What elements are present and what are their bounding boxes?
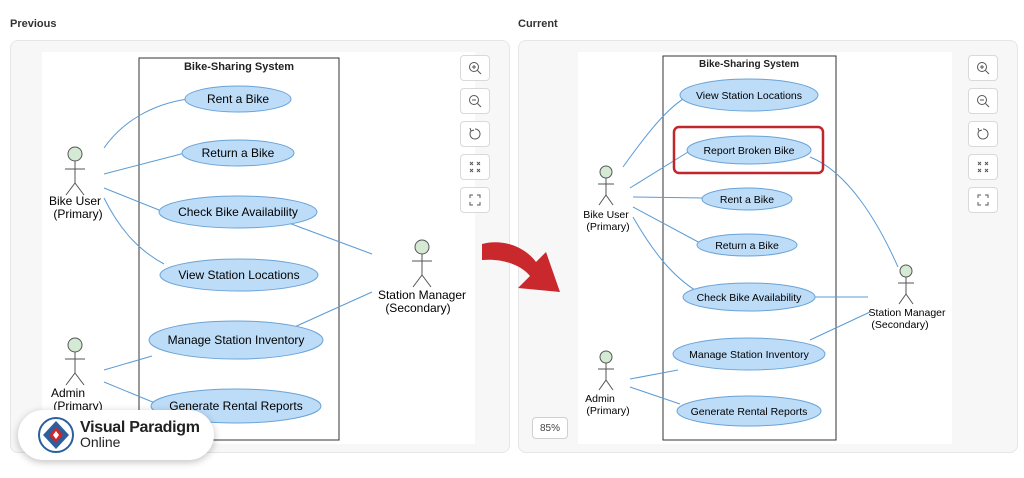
actor-bike-user xyxy=(65,146,85,196)
previous-diagram-canvas: Bike-Sharing System Rent a Bike Return a… xyxy=(42,52,475,444)
actor-label: Admin xyxy=(51,386,85,400)
actor-sublabel: (Secondary) xyxy=(871,319,928,331)
visual-paradigm-logo: Visual Paradigm Online xyxy=(18,410,214,460)
highlight-box xyxy=(672,125,825,175)
use-case: Report Broken Bike xyxy=(686,135,812,165)
current-diagram-canvas: Bike-Sharing System View Station Locatio… xyxy=(578,52,952,444)
actor-station-manager xyxy=(412,239,432,288)
svg-text:Return a Bike: Return a Bike xyxy=(715,240,779,252)
svg-text:Check Bike Availability: Check Bike Availability xyxy=(697,292,803,304)
previous-diagram: Bike-Sharing System Rent a Bike Return a… xyxy=(49,57,466,441)
previous-label: Previous xyxy=(10,18,57,30)
fit-icon xyxy=(469,161,481,173)
actor-admin xyxy=(598,350,614,391)
actor-sublabel: (Primary) xyxy=(586,405,629,417)
association-lines xyxy=(103,98,373,404)
actor-sublabel: (Primary) xyxy=(586,221,629,233)
use-case: Manage Station Inventory xyxy=(148,320,324,360)
use-case: Check Bike Availability xyxy=(682,282,816,312)
actor-sublabel: (Primary) xyxy=(53,399,102,413)
current-panel: Bike-Sharing System View Station Locatio… xyxy=(518,40,1018,453)
actor-admin xyxy=(65,337,85,386)
logo-subtitle: Online xyxy=(80,434,121,450)
use-case: Generate Rental Reports xyxy=(676,395,822,427)
reset-button[interactable] xyxy=(460,121,490,147)
fit-button[interactable] xyxy=(968,154,998,180)
previous-toolbar xyxy=(460,55,490,220)
actor-label: Station Manager xyxy=(378,288,466,302)
svg-text:Rent a Bike: Rent a Bike xyxy=(720,194,774,206)
actor-bike-user xyxy=(598,165,614,206)
current-diagram: Bike-Sharing System View Station Locatio… xyxy=(583,55,946,441)
system-title: Bike-Sharing System xyxy=(184,61,294,73)
use-case: View Station Locations xyxy=(159,258,319,292)
actor-sublabel: (Secondary) xyxy=(385,301,450,315)
current-label: Current xyxy=(518,18,558,30)
fit-button[interactable] xyxy=(460,154,490,180)
use-case: View Station Locations xyxy=(679,78,819,112)
zoom-in-icon xyxy=(977,62,990,75)
system-title: Bike-Sharing System xyxy=(699,59,799,70)
use-case: Rent a Bike xyxy=(184,85,292,113)
visual-paradigm-logo-icon xyxy=(38,417,74,453)
svg-text:Manage Station Inventory: Manage Station Inventory xyxy=(689,349,809,361)
use-case: Return a Bike xyxy=(181,139,295,167)
svg-text:View Station Locations: View Station Locations xyxy=(696,90,802,102)
previous-panel: Bike-Sharing System Rent a Bike Return a… xyxy=(10,40,510,453)
zoom-out-icon xyxy=(977,95,990,108)
zoom-level-badge[interactable]: 85% xyxy=(532,417,568,439)
zoom-in-button[interactable] xyxy=(460,55,490,81)
zoom-out-icon xyxy=(469,95,482,108)
actor-label: Station Manager xyxy=(868,307,946,319)
zoom-out-button[interactable] xyxy=(460,88,490,114)
svg-text:Generate Rental Reports: Generate Rental Reports xyxy=(691,406,808,418)
fit-icon xyxy=(977,161,989,173)
svg-text:Rent a Bike: Rent a Bike xyxy=(207,92,269,106)
use-case: Manage Station Inventory xyxy=(672,337,826,371)
svg-text:Manage Station Inventory: Manage Station Inventory xyxy=(168,333,305,347)
zoom-out-button[interactable] xyxy=(968,88,998,114)
actor-label: Bike User xyxy=(49,194,101,208)
transition-arrow-icon xyxy=(482,242,560,292)
actor-label: Admin xyxy=(585,393,615,405)
svg-text:Report Broken Bike: Report Broken Bike xyxy=(703,145,794,157)
logo-title: Visual Paradigm xyxy=(80,419,200,436)
use-case: Check Bike Availability xyxy=(158,195,318,229)
actor-sublabel: (Primary) xyxy=(53,207,102,221)
fullscreen-button[interactable] xyxy=(460,187,490,213)
reset-icon xyxy=(469,127,481,140)
svg-text:Check Bike Availability: Check Bike Availability xyxy=(178,205,298,219)
svg-text:Generate Rental Reports: Generate Rental Reports xyxy=(169,399,302,413)
zoom-in-icon xyxy=(469,62,482,75)
current-toolbar xyxy=(968,55,998,220)
reset-button[interactable] xyxy=(968,121,998,147)
fullscreen-button[interactable] xyxy=(968,187,998,213)
actor-label: Bike User xyxy=(583,209,629,221)
reset-icon xyxy=(977,127,989,140)
zoom-in-button[interactable] xyxy=(968,55,998,81)
fullscreen-icon xyxy=(977,194,989,206)
use-case: Return a Bike xyxy=(696,233,798,257)
system-boundary xyxy=(138,57,340,441)
fullscreen-icon xyxy=(469,194,481,206)
use-case: Rent a Bike xyxy=(701,187,793,211)
svg-text:Return a Bike: Return a Bike xyxy=(202,146,275,160)
svg-text:View Station Locations: View Station Locations xyxy=(178,268,299,282)
actor-station-manager xyxy=(898,264,914,305)
